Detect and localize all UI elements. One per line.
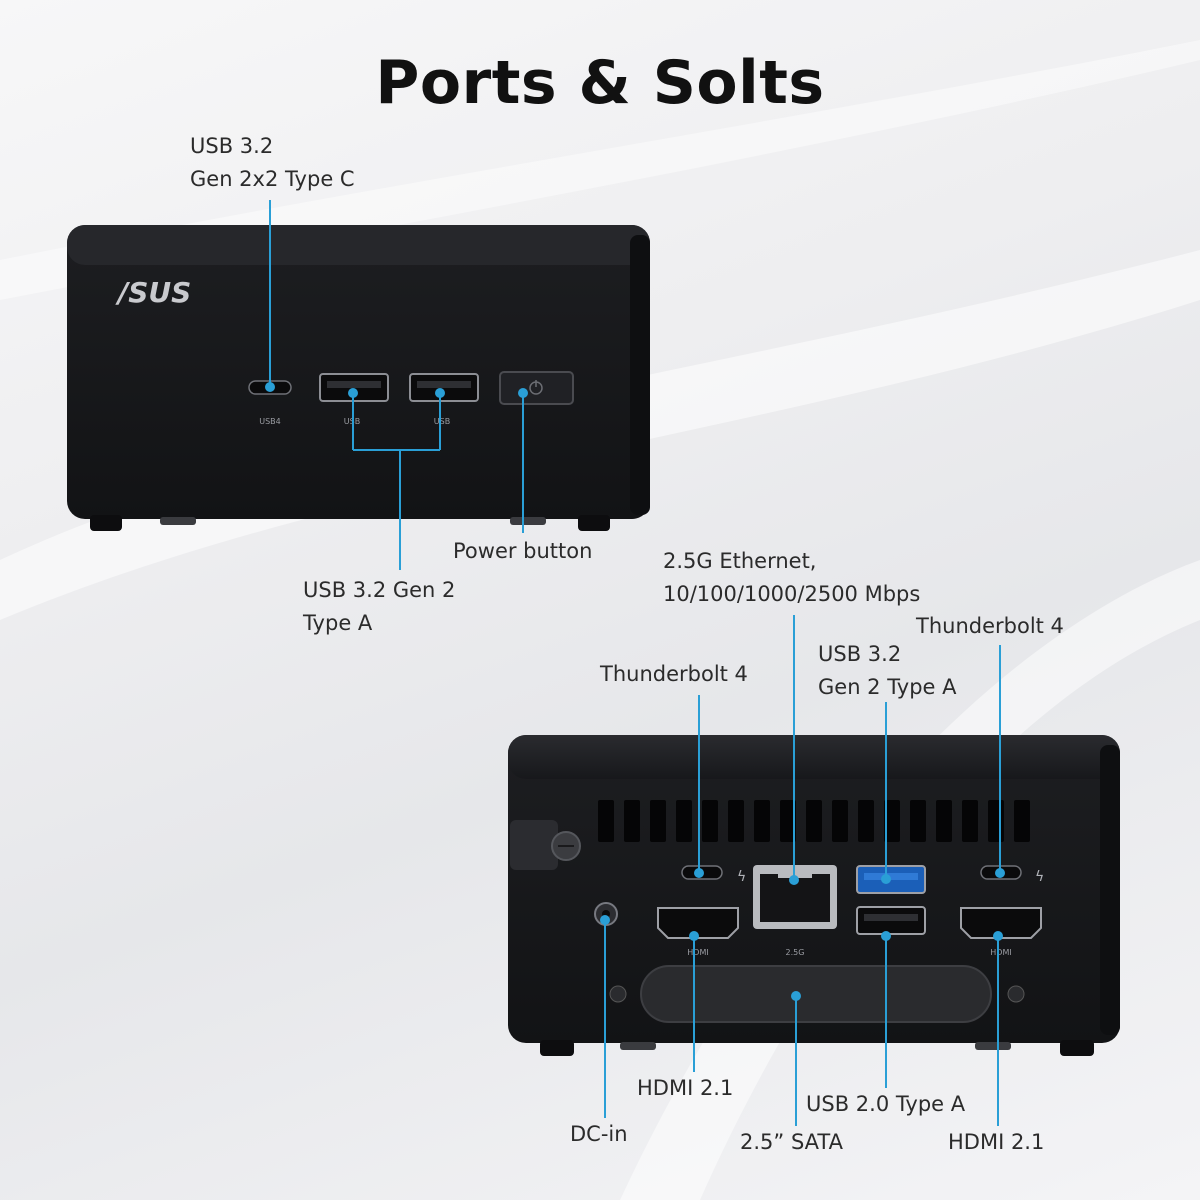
- callout-dot-hdmi-left: [689, 931, 699, 941]
- callout-dot-usba-1: [348, 388, 358, 398]
- front-callouts: [269, 200, 524, 570]
- rear-callouts: [604, 615, 1001, 1126]
- label-hdmi-right: HDMI 2.1: [948, 1130, 1045, 1154]
- label-usb20: USB 2.0 Type A: [806, 1092, 966, 1116]
- ethernet-mark: 2.5G: [786, 948, 805, 957]
- front-usba-mark-2: USB: [434, 417, 450, 426]
- callout-dot-usbc: [265, 382, 275, 392]
- hdmi-mark-right: HDMI: [990, 948, 1011, 957]
- front-foot-left: [90, 515, 122, 531]
- front-foot-right: [578, 515, 610, 531]
- hdmi-mark-left: HDMI: [687, 948, 708, 957]
- label-power-button: Power button: [453, 539, 593, 563]
- thunderbolt-icon-left: ϟ: [737, 869, 746, 885]
- label-thunderbolt-left: Thunderbolt 4: [600, 662, 748, 686]
- label-usb32-rear: USB 3.2 Gen 2 Type A: [818, 642, 957, 699]
- callout-dot-hdmi-right: [993, 931, 1003, 941]
- rear-hdmi-port-left: [657, 907, 739, 939]
- front-usbc-mark: USB4: [259, 417, 281, 426]
- callout-dot-usb32: [881, 874, 891, 884]
- sata-bay-cover: [640, 965, 992, 1023]
- lock-bracket: [510, 820, 558, 870]
- label-sata: 2.5” SATA: [740, 1130, 843, 1154]
- page-title: Ports & Solts: [375, 48, 825, 118]
- callout-dot-sata: [791, 991, 801, 1001]
- callout-dot-thunderbolt-right: [995, 868, 1005, 878]
- front-chassis: [67, 225, 650, 519]
- rear-device: ϟ ϟ 2.5G HDMI HDMI: [508, 735, 1120, 1056]
- callout-dot-power: [518, 388, 528, 398]
- callout-dot-usba-2: [435, 388, 445, 398]
- callout-dot-usb20: [881, 931, 891, 941]
- brand-logo: /SUS: [115, 276, 191, 309]
- callout-dot-dc-in: [600, 915, 610, 925]
- label-thunderbolt-right: Thunderbolt 4: [916, 614, 1064, 638]
- front-device: /SUS USB4 USB USB: [67, 225, 650, 531]
- vent-grille: [598, 800, 1030, 842]
- label-usbc-front: USB 3.2 Gen 2x2 Type C: [190, 134, 355, 191]
- callout-dot-ethernet: [789, 875, 799, 885]
- label-dc-in: DC-in: [570, 1122, 628, 1146]
- power-button[interactable]: [499, 371, 574, 405]
- label-hdmi-left: HDMI 2.1: [637, 1076, 734, 1100]
- thunderbolt-icon-right: ϟ: [1035, 869, 1044, 885]
- callout-dot-thunderbolt-left: [694, 868, 704, 878]
- label-ethernet: 2.5G Ethernet, 10/100/1000/2500 Mbps: [663, 549, 921, 606]
- label-usba-front: USB 3.2 Gen 2 Type A: [303, 578, 456, 635]
- rear-hdmi-port-right: [960, 907, 1042, 939]
